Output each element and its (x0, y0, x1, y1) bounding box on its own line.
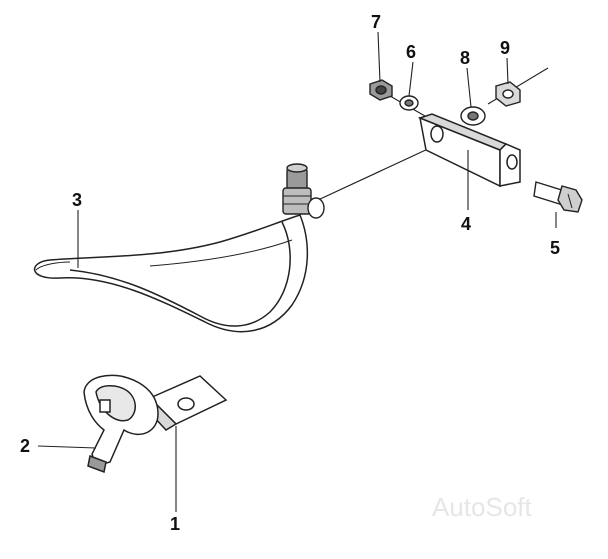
callout-labels: 1 2 3 4 5 6 7 8 9 (20, 12, 560, 534)
callout-4: 4 (461, 214, 471, 234)
leader-lines (37, 31, 557, 512)
callout-2: 2 (20, 436, 30, 456)
callout-6: 6 (406, 42, 416, 62)
callout-9: 9 (500, 38, 510, 58)
stabilizer-tube-part (33, 214, 309, 333)
hex-nut-part (369, 79, 393, 101)
tube-fitting-nut (282, 163, 325, 219)
callout-7: 7 (371, 12, 381, 32)
rubber-bushing-part (83, 374, 159, 474)
callout-1: 1 (170, 514, 180, 534)
callout-5: 5 (550, 238, 560, 258)
callout-8: 8 (460, 48, 470, 68)
flange-nut-part (495, 81, 521, 107)
bracket-part (417, 113, 521, 188)
small-washer-part (399, 95, 419, 111)
callout-3: 3 (72, 190, 82, 210)
watermark-text: AutoSoft (432, 492, 533, 522)
large-washer-part (460, 106, 486, 126)
bolt-part (533, 181, 583, 213)
